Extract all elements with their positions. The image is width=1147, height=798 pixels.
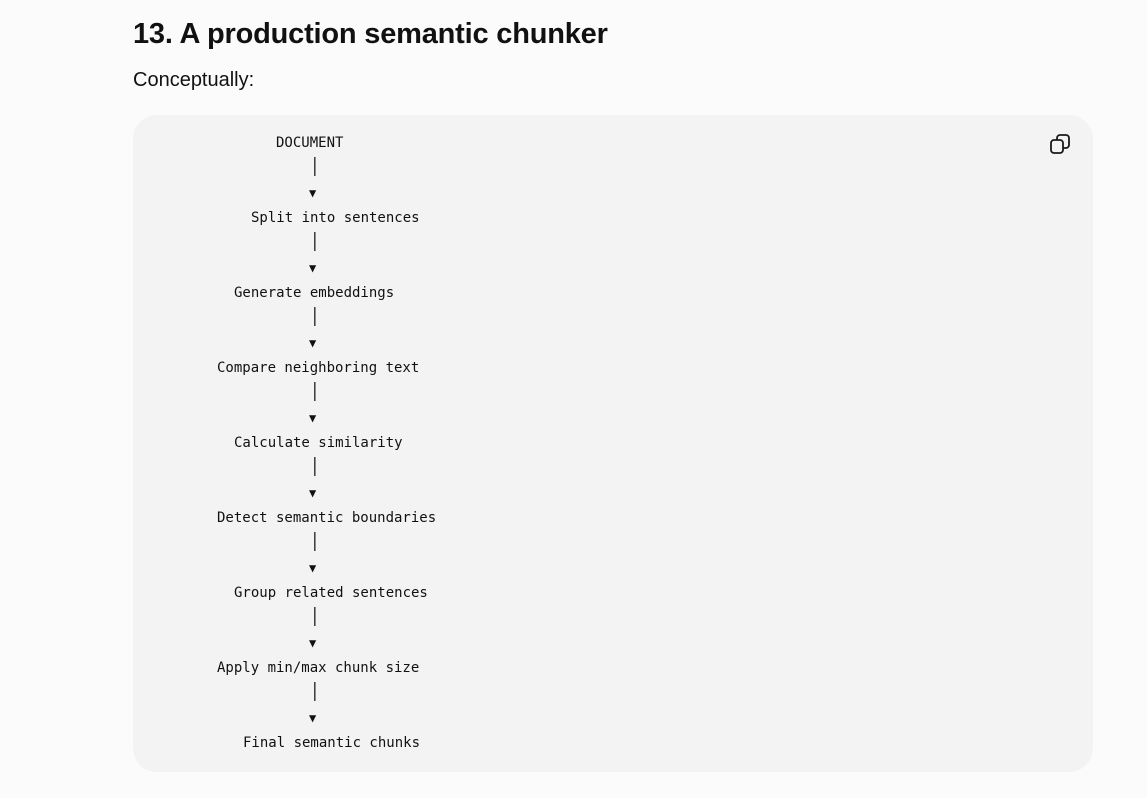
flow-connector-line: │: [310, 607, 320, 626]
flow-arrow-icon: ▼: [309, 486, 317, 500]
flow-connector-line: │: [310, 157, 320, 176]
flow-arrow-icon: ▼: [309, 636, 317, 650]
section-heading: 13. A production semantic chunker: [133, 18, 608, 50]
flow-connector-line: │: [310, 457, 320, 476]
flow-arrow-icon: ▼: [309, 711, 317, 725]
flow-arrow-icon: ▼: [309, 561, 317, 575]
code-block: DOCUMENT │ ▼ Split into sentences │ ▼ Generate…: [133, 115, 1093, 772]
flow-connector-line: │: [310, 382, 320, 401]
flow-arrow-icon: ▼: [309, 261, 317, 275]
copy-button[interactable]: [1047, 131, 1073, 157]
flow-step-label: Final semantic chunks: [243, 735, 421, 751]
flow-arrow-icon: ▼: [309, 336, 317, 350]
flow-connector-line: │: [310, 232, 320, 251]
flow-connector-line: │: [310, 682, 320, 701]
intro-text: Conceptually:: [133, 69, 255, 91]
flow-diagram: DOCUMENT │ ▼ Split into sentences │ ▼ Generate…: [133, 115, 1093, 772]
flow-step-label: Detect semantic boundaries: [217, 510, 437, 526]
flow-step-label: Generate embeddings: [234, 285, 395, 301]
flow-step-label: Group related sentences: [234, 585, 428, 601]
flow-connector-line: │: [310, 532, 320, 551]
flow-step-label: Apply min/max chunk size: [217, 660, 420, 676]
flow-step-label: DOCUMENT: [276, 135, 344, 151]
flow-arrow-icon: ▼: [309, 186, 317, 200]
flow-step-label: Calculate similarity: [234, 435, 403, 451]
copy-icon: [1050, 134, 1070, 154]
flow-step-label: Split into sentences: [251, 210, 420, 226]
flow-arrow-icon: ▼: [309, 411, 317, 425]
flow-step-label: Compare neighboring text: [217, 360, 420, 376]
flow-connector-line: │: [310, 307, 320, 326]
